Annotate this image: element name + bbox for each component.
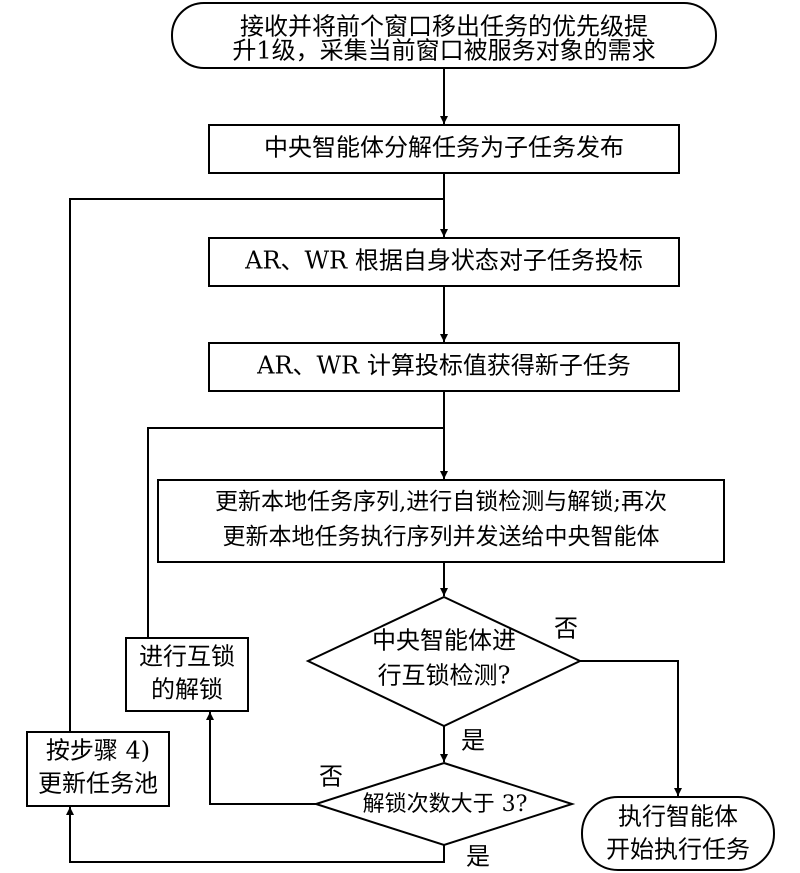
start-line-2: 升1级，采集当前窗口被服务对象的需求 (232, 37, 655, 65)
node-update: 更新本地任务序列,进行自锁检测与解锁;再次 更新本地任务执行序列并发送给中央智能… (157, 479, 725, 563)
node-start: 接收并将前个窗口移出任务的优先级提 升1级，采集当前窗口被服务对象的需求 (171, 2, 717, 69)
connectors (66, 68, 682, 863)
edge-label-count-yes: 是 (466, 843, 490, 871)
edge-count-step4 (66, 807, 445, 863)
update-line-1: 更新本地任务序列,进行自锁检测与解锁;再次 (215, 489, 667, 515)
node-bid: AR、WR 根据自身状态对子任务投标 (208, 237, 680, 287)
interlock-check-line-2: 行互锁检测? (378, 662, 511, 690)
node-interlock-unlock: 进行互锁 的解锁 (125, 637, 249, 712)
node-calc: AR、WR 计算投标值获得新子任务 (208, 342, 680, 392)
unlock-count-label: 解锁次数大于 3? (363, 792, 528, 817)
update-line-2: 更新本地任务执行序列并发送给中央智能体 (223, 524, 660, 550)
decompose-label: 中央智能体分解任务为子任务发布 (264, 134, 624, 162)
node-step4: 按步骤 4) 更新任务池 (26, 731, 170, 807)
step4-line-2: 更新任务池 (38, 770, 158, 798)
execute-line-2: 开始执行任务 (606, 836, 750, 864)
edge-label-check-no: 否 (554, 615, 578, 643)
start-line-1: 接收并将前个窗口移出任务的优先级提 (240, 13, 648, 41)
interlock-check-line-1: 中央智能体进 (372, 627, 516, 655)
edge-unlock-loop (147, 427, 444, 637)
calc-label: AR、WR 计算投标值获得新子任务 (256, 352, 631, 380)
step4-line-1: 按步骤 4) (46, 737, 150, 765)
node-interlock-check: 中央智能体进 行互锁检测? (305, 595, 583, 728)
node-execute: 执行智能体 开始执行任务 (581, 796, 775, 871)
execute-line-1: 执行智能体 (618, 803, 738, 831)
node-decompose: 中央智能体分解任务为子任务发布 (208, 124, 680, 174)
edge-check-execute (580, 660, 682, 796)
edge-step4-loop (69, 198, 444, 731)
interlock-unlock-line-2: 的解锁 (151, 676, 223, 704)
node-unlock-count: 解锁次数大于 3? (312, 761, 576, 847)
interlock-unlock-line-1: 进行互锁 (139, 643, 235, 671)
edge-label-count-no: 否 (319, 763, 343, 791)
edge-count-unlock (206, 712, 316, 805)
bid-label: AR、WR 根据自身状态对子任务投标 (244, 247, 643, 275)
edge-label-check-yes: 是 (461, 727, 485, 755)
